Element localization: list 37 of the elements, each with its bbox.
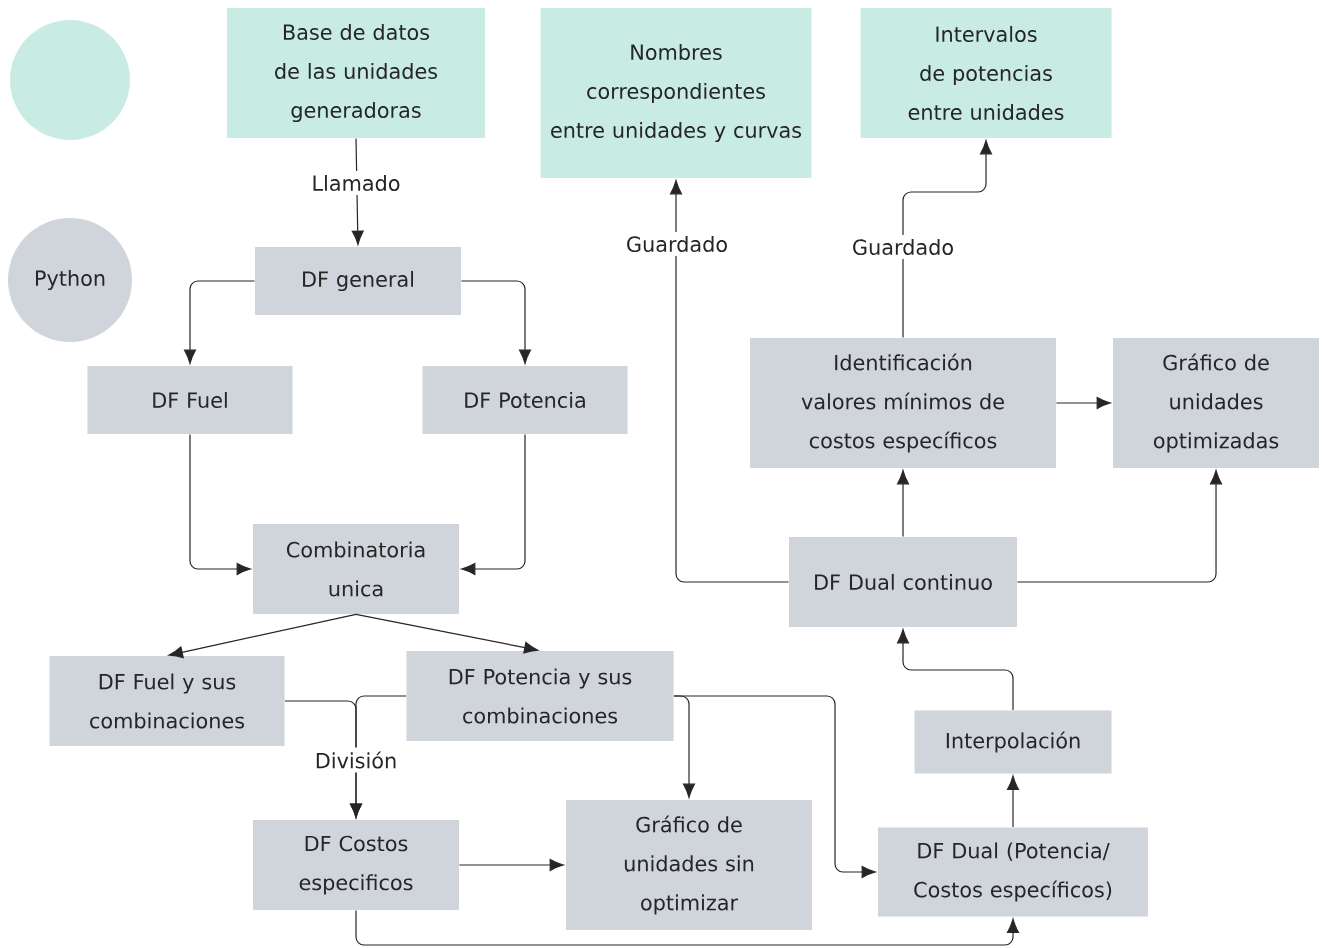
process-box: Identificación valores mínimos de costos específicos: [750, 338, 1056, 468]
process-box: DF Dual continuo: [789, 537, 1017, 627]
data-box: Nombres correspondientes entre unidades y curvas: [540, 8, 812, 178]
arrow: [189, 433, 251, 575]
arrow: [897, 629, 1014, 711]
arrow: [673, 695, 876, 878]
arrow: [1007, 775, 1019, 828]
arrow: [461, 433, 526, 575]
process-box: DF general: [255, 247, 461, 315]
arrow: [460, 280, 531, 364]
process-box: DF Fuel: [87, 366, 293, 434]
data-box: Intervalos de potencias entre unidades: [860, 8, 1112, 138]
arrow: [168, 613, 357, 659]
edge-label: Llamado: [307, 170, 405, 196]
arrow: [458, 859, 564, 871]
arrow: [355, 613, 539, 654]
arrow: [902, 140, 992, 339]
data-box: Base de datos de las unidades generadoras: [227, 8, 485, 138]
edge-label: Guardado: [621, 231, 733, 257]
process-box: DF Fuel y sus combinaciones: [49, 656, 285, 746]
process-box: Interpolación: [914, 710, 1112, 774]
arrow: [670, 180, 790, 583]
process-box: Gráfico de unidades sin optimizar: [566, 800, 812, 930]
arrow: [184, 280, 256, 364]
edge-label: Guardado: [847, 234, 959, 260]
arrow: [1016, 470, 1223, 583]
arrow: [897, 470, 910, 538]
process-box: DF Potencia y sus combinaciones: [406, 651, 674, 741]
process-box: DF Potencia: [422, 366, 628, 434]
circle: [10, 20, 130, 140]
edge-label: División: [310, 747, 402, 773]
process-box: Combinatoria unica: [253, 524, 459, 614]
arrow: [1055, 397, 1111, 410]
process-box: DF Dual (Potencia/ Costos específicos): [878, 827, 1148, 917]
arrow: [355, 909, 1019, 946]
process-box: Gráfico de unidades optimizadas: [1113, 338, 1319, 468]
process-box: DF Costos especificos: [253, 820, 459, 910]
